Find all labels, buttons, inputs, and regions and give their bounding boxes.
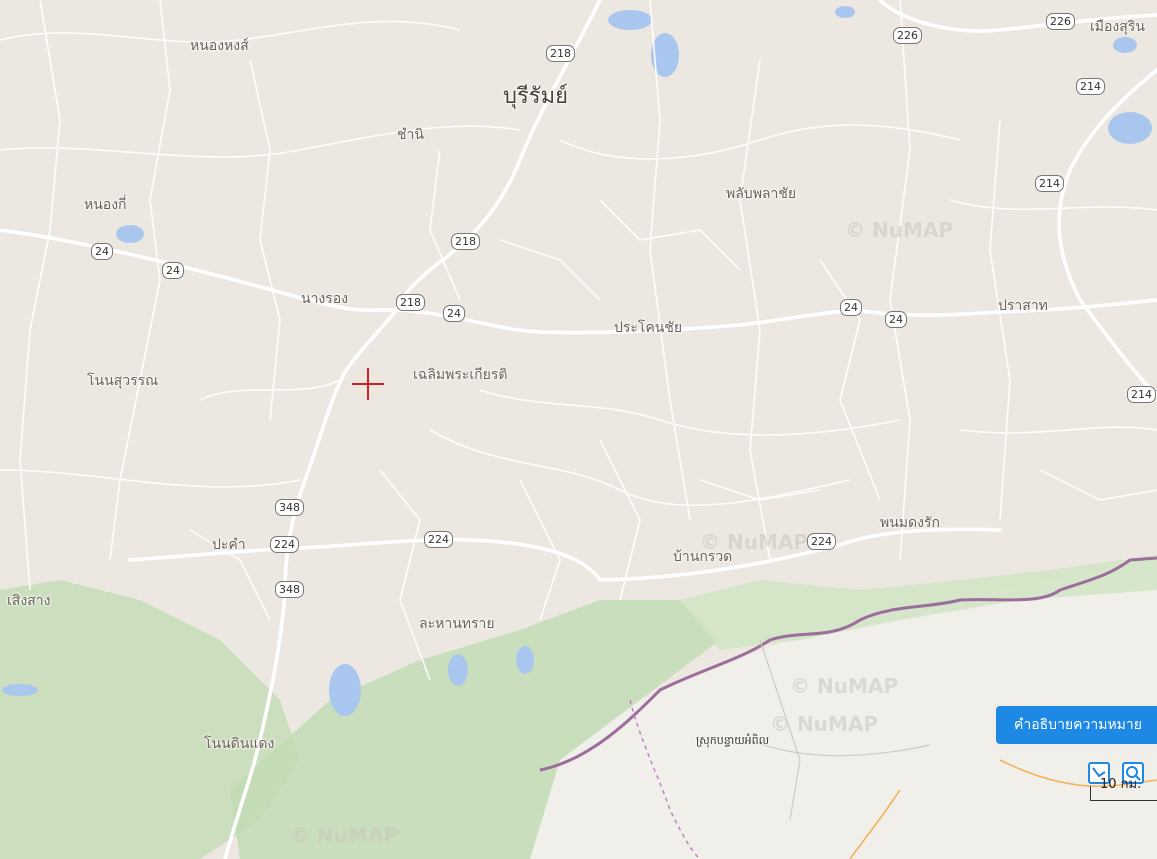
watermark: © NuMAP	[845, 218, 953, 242]
route-shield: 24	[885, 311, 907, 328]
watermark: © NuMAP	[770, 712, 878, 736]
scale-label: 10 กม.	[1100, 777, 1142, 792]
measure-line-icon[interactable]	[1088, 762, 1110, 784]
route-shield: 224	[270, 536, 299, 553]
place-label-chamni: ชำนิ	[397, 127, 424, 143]
watermark: © NuMAP	[700, 530, 808, 554]
legend-button[interactable]: คำอธิบายความหมาย	[996, 706, 1157, 744]
route-shield: 214	[1127, 386, 1156, 403]
place-label-ban-kruat: บ้านกรวด	[673, 549, 733, 565]
place-label-lahan-sai: ละหานทราย	[419, 616, 495, 632]
watermark: © NuMAP	[290, 823, 398, 847]
route-shield: 24	[443, 305, 465, 322]
route-shield: 24	[840, 299, 862, 316]
route-shield: 24	[162, 262, 184, 279]
place-label-non-din-daeng: โนนดินแดง	[204, 736, 275, 752]
zoom-box-icon[interactable]	[1122, 762, 1144, 784]
place-label-non-suwan: โนนสุวรรณ	[87, 373, 159, 389]
place-label-nong-hong: หนองหงส์	[190, 38, 249, 54]
place-label-phanom-dong-rak: พนมดงรัก	[880, 515, 940, 531]
route-shield: 348	[275, 581, 304, 598]
place-label-mueang-surin: เมืองสุริน	[1090, 19, 1145, 35]
route-shield: 218	[396, 294, 425, 311]
route-shield: 224	[807, 533, 836, 550]
place-label-pakham: ปะคำ	[212, 537, 246, 553]
place-label-prakhon-chai: ประโคนชัย	[614, 320, 683, 336]
crosshair-icon	[352, 368, 384, 400]
place-label-nang-rong: นางรอง	[301, 291, 349, 307]
route-shield: 218	[451, 233, 480, 250]
route-shield: 214	[1035, 175, 1064, 192]
place-label-sing-sang: เสิงสาง	[7, 593, 51, 609]
route-shield: 218	[546, 45, 575, 62]
place-label-chaloem-phra-kiat: เฉลิมพระเกียรติ	[413, 367, 508, 383]
place-label-phlapphla-chai: พลับพลาชัย	[726, 186, 797, 202]
place-label-cambodia-district: ស្រុកបន្ទាយអំពិល	[696, 734, 770, 747]
route-shield: 214	[1076, 78, 1105, 95]
watermark: © NuMAP	[790, 674, 898, 698]
route-shield: 348	[275, 499, 304, 516]
route-shield: 226	[1046, 13, 1075, 30]
route-shield: 24	[91, 243, 113, 260]
route-shield: 224	[424, 531, 453, 548]
place-label-nong-ki: หนองกี่	[84, 197, 127, 213]
place-label-buriram: บุรีรัมย์	[503, 84, 568, 109]
scale-bar	[1090, 786, 1157, 801]
place-label-prasat: ปราสาท	[998, 298, 1048, 314]
route-shield: 226	[893, 27, 922, 44]
